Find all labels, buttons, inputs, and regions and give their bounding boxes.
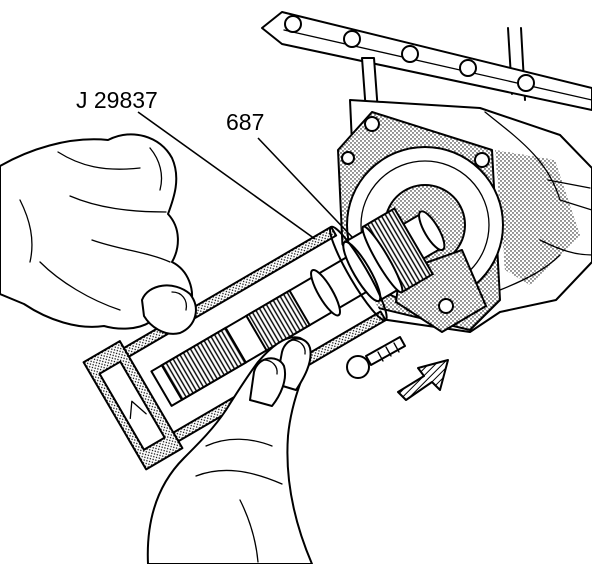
shaft-step-ring: [310, 268, 341, 317]
housing-side-shading: [495, 150, 580, 285]
tool-number-label: J 29837: [76, 87, 158, 113]
rail-bolt-2: [343, 30, 361, 48]
housing-top-rail-edge: [283, 29, 592, 101]
lower-hand: [146, 336, 313, 564]
rail-bolt-4: [459, 59, 477, 77]
lower-hand-nail-middle: [263, 359, 278, 375]
tool-end-window-crease: [129, 400, 147, 420]
loose-bolt-head: [346, 355, 370, 379]
shaft-spline-section-1: [160, 326, 248, 402]
upper-hand: [0, 133, 197, 335]
tool-leader-line: [137, 111, 316, 240]
tool-end-window: [98, 360, 166, 451]
upper-hand-thumbnail: [171, 291, 188, 311]
part-number-label: 687: [226, 109, 264, 135]
lower-hand-nail-index: [291, 339, 306, 355]
loose-bolt: [346, 336, 406, 379]
flange-bolt-left: [341, 151, 355, 165]
shaft-end-collar: [418, 210, 446, 251]
part-leader-line: [257, 137, 354, 239]
rail-bolt-3: [401, 45, 419, 63]
loose-bolt-threads: [377, 342, 400, 362]
callouts: J 29837 687: [76, 87, 354, 240]
flange-bolt-top-right: [474, 152, 490, 168]
lower-hand-creases: [195, 438, 283, 563]
lower-hand-finger-middle: [249, 357, 286, 407]
bracket-bolt: [438, 298, 454, 314]
part-687-ring-face: [342, 240, 382, 303]
tool-tube-mouth: [329, 225, 388, 322]
upper-hand-fist: [0, 133, 193, 330]
flange-bolt-top-left: [364, 116, 380, 132]
housing-top-rail: [261, 11, 592, 111]
bearing-face: [361, 225, 404, 294]
rail-bolt-1: [284, 15, 302, 33]
upper-hand-creases: [19, 147, 171, 311]
rail-bolt-5: [517, 74, 535, 92]
direction-arrow-icon: [397, 359, 449, 401]
housing-body-contour: [484, 111, 592, 291]
upper-hand-thumb: [141, 284, 197, 335]
